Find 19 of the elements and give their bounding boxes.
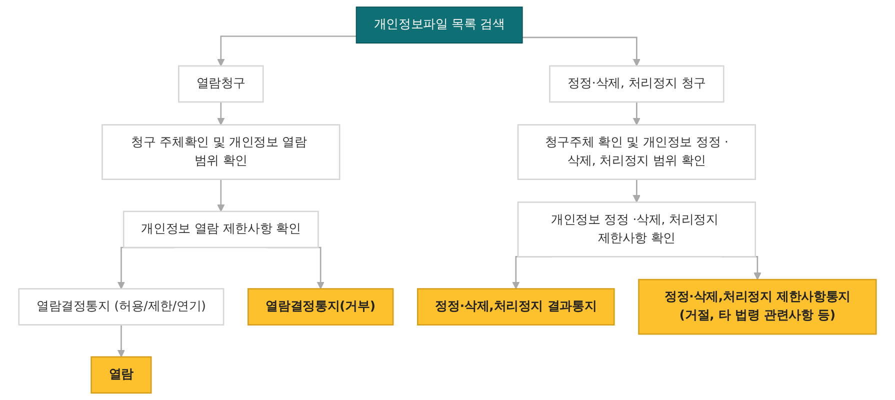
arrow <box>632 101 641 126</box>
node-box: 열람결정통지 (허용/제한/연기) <box>18 288 224 326</box>
node-box: 열람 <box>90 356 152 394</box>
arrow <box>217 178 225 212</box>
node-box: 청구 주체확인 및 개인정보 열람 범위 확인 <box>102 124 340 180</box>
node-box: 정정·삭제, 처리정지 청구 <box>549 65 724 103</box>
arrow <box>632 178 641 203</box>
node-box: 정정·삭제,처리정지 제한사항통지(거절, 타 법령 관련사항 등) <box>638 278 877 335</box>
arrow <box>217 36 356 66</box>
node-box: 열람청구 <box>178 65 264 103</box>
node-box: 청구주체 확인 및 개인정보 정정 ·삭제, 처리정지 범위 확인 <box>517 124 756 180</box>
node-box: 개인정보 정정 ·삭제, 처리정지 제한사항 확인 <box>517 202 756 258</box>
node-box: 열람결정통지(거부) <box>248 288 394 326</box>
node-box: 개인정보파일 목록 검색 <box>356 6 523 44</box>
node-box: 개인정보 열람 제한사항 확인 <box>122 210 319 248</box>
node-box: 정정·삭제,처리정지 결과통지 <box>416 288 615 326</box>
arrow <box>117 324 126 358</box>
arrow <box>522 36 641 66</box>
arrow <box>217 101 225 126</box>
